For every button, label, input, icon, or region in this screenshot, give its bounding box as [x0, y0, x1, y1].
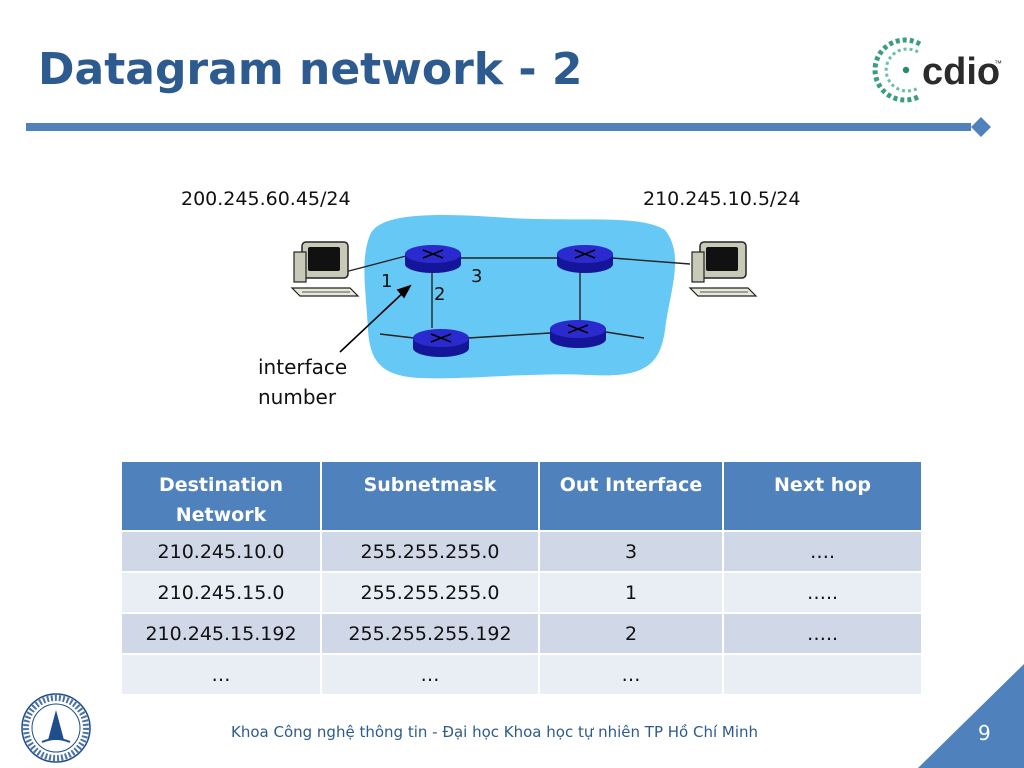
- computer-left-icon: [290, 241, 360, 297]
- interface-caption: interface number: [258, 352, 347, 412]
- network-cloud: [364, 215, 676, 379]
- network-diagram: [290, 215, 758, 379]
- interface-caption-line1: interface: [258, 355, 348, 379]
- interface-arrow: [339, 284, 412, 353]
- table-cell: …..: [722, 571, 923, 614]
- table-cell: [722, 653, 923, 696]
- footer-text: Khoa Công nghệ thông tin - Đại học Khoa …: [231, 723, 759, 741]
- interface-label-1: 1: [381, 271, 393, 292]
- table-row: 210.245.10.0 255.255.255.0 3 ….: [120, 530, 923, 573]
- table-cell: 255.255.255.0: [320, 530, 540, 573]
- cdio-logo-text: cdio: [922, 51, 1000, 93]
- table-cell: 2: [538, 612, 724, 655]
- right-host-ip: 210.245.10.5/24: [643, 188, 801, 210]
- table-cell: 255.255.255.0: [320, 571, 540, 614]
- corner-decoration: [918, 664, 1024, 768]
- table-cell: …: [320, 653, 540, 696]
- left-host-ip: 200.245.60.45/24: [181, 188, 351, 210]
- header-destination-network: Destination Network: [120, 460, 322, 532]
- router-bottom-right: [550, 320, 606, 348]
- slide-title: Datagram network - 2: [38, 44, 583, 95]
- interface-caption-line2: number: [258, 385, 337, 409]
- header-next-hop: Next hop: [722, 460, 923, 532]
- table-cell: 210.245.10.0: [120, 530, 322, 573]
- table-cell: 210.245.15.0: [120, 571, 322, 614]
- header-subnetmask: Subnetmask: [320, 460, 540, 532]
- table-cell: …..: [722, 612, 923, 655]
- table-cell: 210.245.15.192: [120, 612, 322, 655]
- table-row: 210.245.15.192 255.255.255.192 2 …..: [120, 612, 923, 655]
- title-underline: [26, 117, 991, 137]
- interface-label-2: 2: [434, 284, 446, 305]
- table-cell: 1: [538, 571, 724, 614]
- table-row: … … …: [120, 653, 923, 696]
- table-cell: …: [120, 653, 322, 696]
- table-header-row: Destination Network Subnetmask Out Inter…: [120, 460, 923, 532]
- table-cell: …: [538, 653, 724, 696]
- routing-table: Destination Network Subnetmask Out Inter…: [120, 460, 923, 696]
- router-top-right: [557, 245, 613, 273]
- router-bottom-left: [413, 329, 469, 357]
- table-cell: ….: [722, 530, 923, 573]
- computer-right-icon: [688, 241, 758, 297]
- table-cell: 255.255.255.192: [320, 612, 540, 655]
- cdio-logo-tm: ™: [994, 59, 1002, 68]
- cdio-logo: cdio ™: [868, 32, 1008, 108]
- network-links: [344, 255, 691, 339]
- table-row: 210.245.15.0 255.255.255.0 1 …..: [120, 571, 923, 614]
- logo-dots-ring: [872, 37, 922, 103]
- table-cell: 3: [538, 530, 724, 573]
- interface-label-3: 3: [471, 266, 483, 287]
- university-logo: [21, 693, 91, 763]
- router-top-left: [405, 245, 461, 273]
- page-number: 9: [978, 721, 991, 745]
- header-out-interface: Out Interface: [538, 460, 724, 532]
